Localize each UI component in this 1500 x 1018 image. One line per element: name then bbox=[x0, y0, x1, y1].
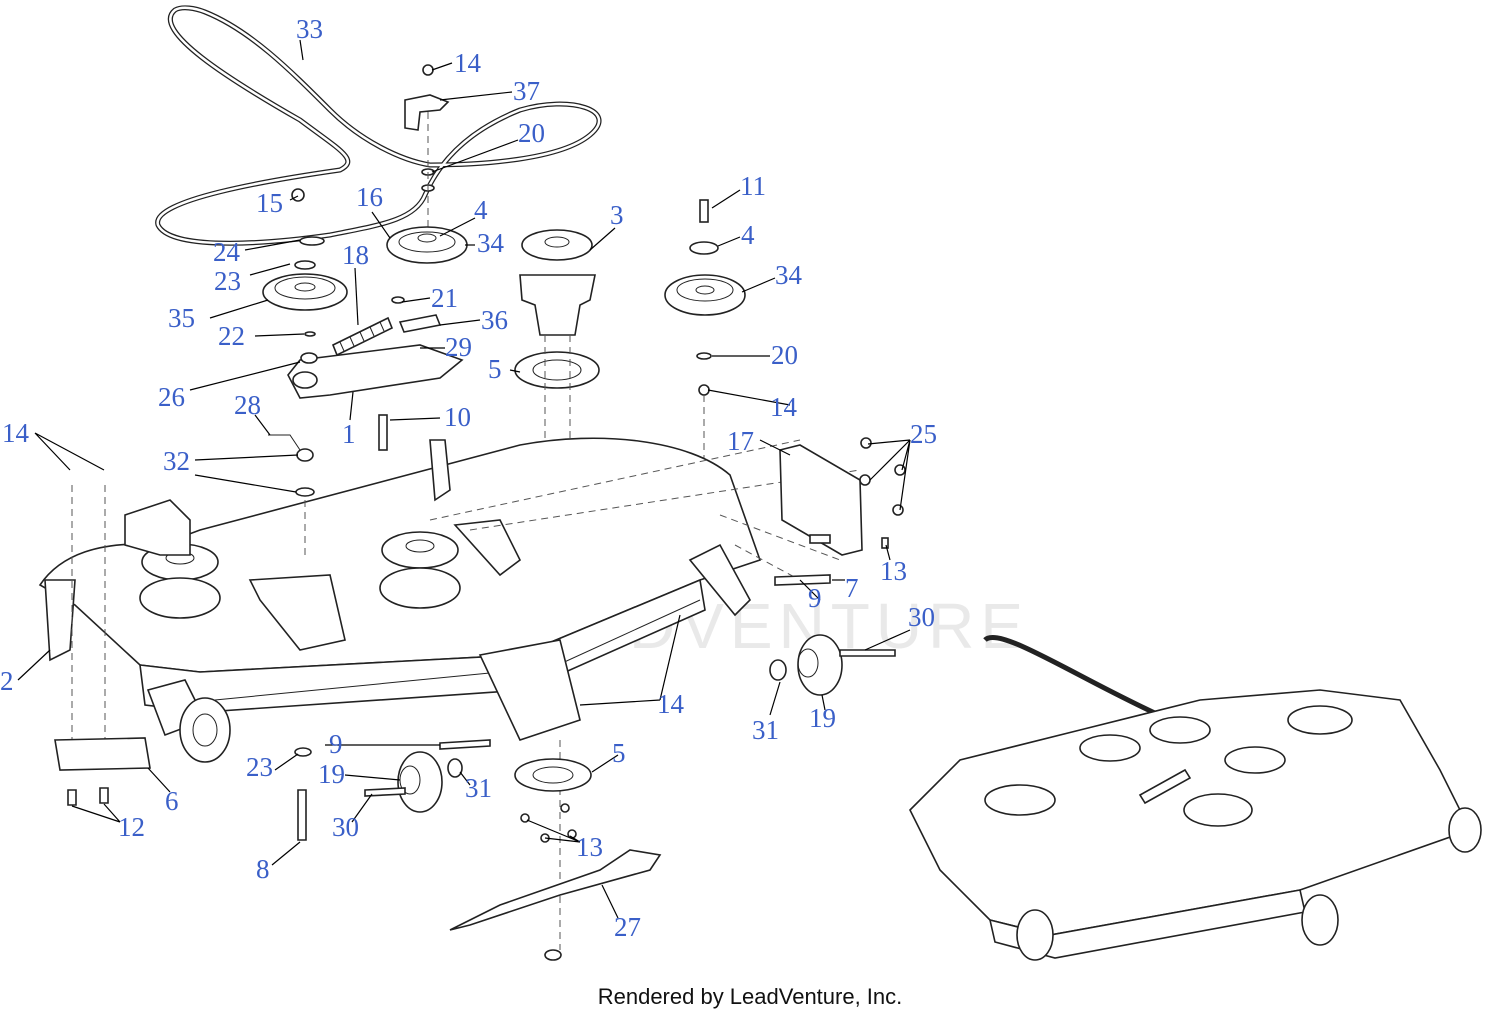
callout-5: 5 bbox=[612, 738, 626, 768]
callout-31: 31 bbox=[752, 715, 779, 745]
callout-30: 30 bbox=[908, 602, 935, 632]
callout-4: 4 bbox=[474, 195, 488, 225]
callout-18: 18 bbox=[342, 240, 369, 270]
callout-26: 26 bbox=[158, 382, 185, 412]
leader-lines bbox=[17, 39, 911, 919]
callout-14: 14 bbox=[657, 689, 685, 719]
callout-1: 1 bbox=[342, 419, 356, 449]
callout-9: 9 bbox=[808, 583, 822, 613]
callout-16: 16 bbox=[356, 182, 383, 212]
blade-assembly bbox=[449, 758, 662, 961]
callout-15: 15 bbox=[256, 188, 283, 218]
callout-13: 13 bbox=[880, 556, 907, 586]
callout-33: 33 bbox=[296, 14, 323, 44]
callout-29: 29 bbox=[445, 332, 472, 362]
drive-belt bbox=[155, 5, 602, 246]
footer-credit: Rendered by LeadVenture, Inc. bbox=[597, 984, 903, 1009]
callout-34: 34 bbox=[775, 260, 803, 290]
rear-wheel-right bbox=[769, 634, 896, 696]
callout-7: 7 bbox=[845, 573, 859, 603]
callout-5: 5 bbox=[488, 354, 502, 384]
callout-25: 25 bbox=[910, 419, 937, 449]
callout-35: 35 bbox=[168, 303, 195, 333]
callout-23: 23 bbox=[214, 266, 241, 296]
callout-labels: 33 14 37 20 15 16 4 34 3 11 4 34 24 23 1… bbox=[0, 14, 937, 942]
callout-4: 4 bbox=[741, 220, 755, 250]
callout-11: 11 bbox=[740, 171, 766, 201]
callout-9: 9 bbox=[329, 729, 343, 759]
callout-13: 13 bbox=[576, 832, 603, 862]
callout-23: 23 bbox=[246, 752, 273, 782]
callout-20: 20 bbox=[771, 340, 798, 370]
callout-20: 20 bbox=[518, 118, 545, 148]
callout-2: 2 bbox=[0, 666, 14, 696]
callout-34: 34 bbox=[477, 228, 505, 258]
callout-17: 17 bbox=[727, 426, 754, 456]
idler-pulley-assembly bbox=[262, 188, 468, 497]
callout-19: 19 bbox=[809, 703, 836, 733]
callout-24: 24 bbox=[213, 237, 241, 267]
mower-deck bbox=[38, 437, 762, 763]
right-idler-pulley bbox=[664, 199, 746, 470]
spindle-assembly bbox=[514, 229, 600, 520]
callout-32: 32 bbox=[163, 446, 190, 476]
assembled-deck-inset bbox=[909, 635, 1482, 961]
callout-6: 6 bbox=[165, 786, 179, 816]
callout-28: 28 bbox=[234, 390, 261, 420]
callout-3: 3 bbox=[610, 200, 624, 230]
front-wheel-center bbox=[294, 739, 491, 841]
callout-36: 36 bbox=[481, 305, 508, 335]
callout-22: 22 bbox=[218, 321, 245, 351]
callout-12: 12 bbox=[118, 812, 145, 842]
callout-31: 31 bbox=[465, 773, 492, 803]
callout-8: 8 bbox=[256, 854, 270, 884]
idler-hardware-top bbox=[404, 64, 450, 260]
callout-10: 10 bbox=[444, 402, 471, 432]
callout-14: 14 bbox=[2, 418, 30, 448]
callout-14: 14 bbox=[770, 392, 798, 422]
callout-19: 19 bbox=[318, 759, 345, 789]
callout-30: 30 bbox=[332, 812, 359, 842]
assembly-guide-lines bbox=[71, 439, 861, 950]
callout-14: 14 bbox=[454, 48, 482, 78]
callout-37: 37 bbox=[513, 76, 540, 106]
callout-21: 21 bbox=[431, 283, 458, 313]
callout-27: 27 bbox=[614, 912, 641, 942]
deflector-hardware bbox=[54, 737, 151, 806]
